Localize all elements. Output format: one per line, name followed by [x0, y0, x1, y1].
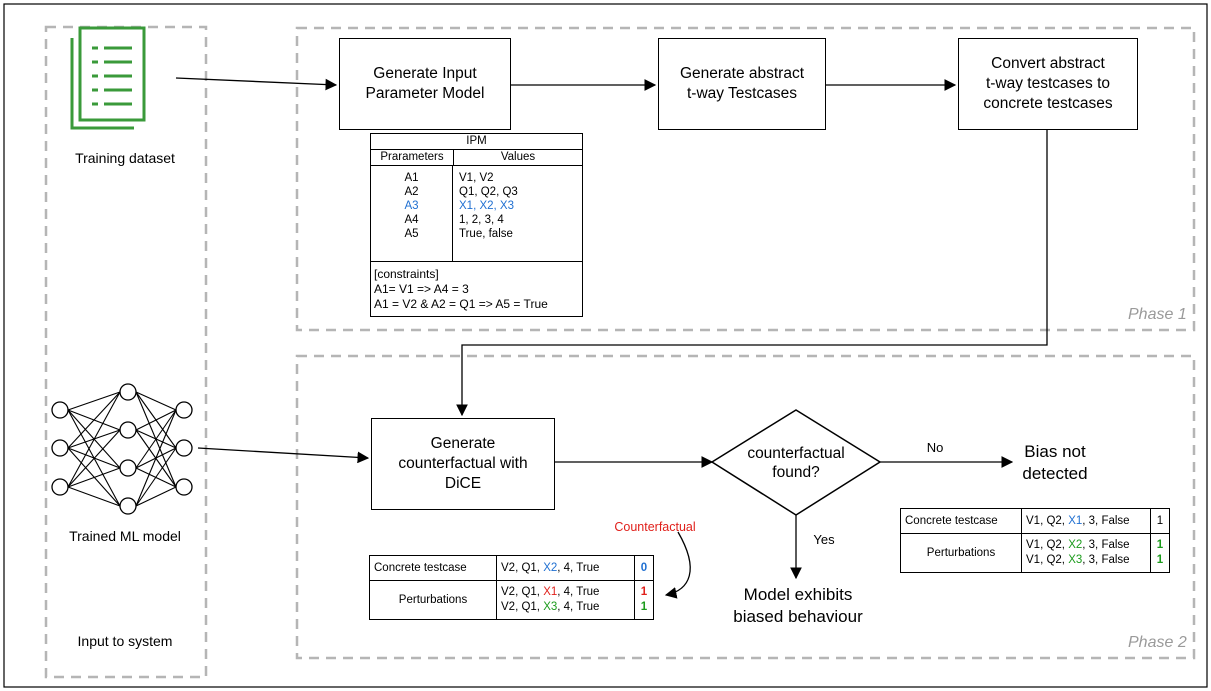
perturbation-flag: 1	[634, 580, 654, 600]
ipm-col-values: Values	[500, 151, 536, 163]
nn-node	[175, 478, 193, 496]
nn-node	[119, 421, 137, 439]
nn-node	[51, 478, 69, 496]
perturbation-values: V2, Q1, X3, 4, True	[496, 600, 635, 620]
yes-label: Yes	[813, 532, 835, 547]
nn-node	[175, 401, 193, 419]
testcase-values: V2, Q1, X2, 4, True	[496, 555, 635, 581]
input-region	[44, 25, 208, 679]
no-label: No	[926, 440, 944, 455]
dataset-icon	[70, 26, 146, 130]
nn-node	[119, 383, 137, 401]
ipm-values: X1, X2, X3	[459, 200, 514, 212]
nn-node	[51, 439, 69, 457]
perturbation-flag: 1	[1150, 533, 1170, 553]
arrow-counterfactual	[664, 531, 691, 599]
arrow-convert-to-dice	[456, 128, 1048, 417]
ipm-constraints-title: [constraints]	[374, 267, 439, 281]
nn-node	[119, 497, 137, 515]
perturbations-label: Perturbations	[900, 533, 1022, 573]
ipm-values: True, false	[459, 228, 513, 240]
input-to-system-label: Input to system	[77, 633, 173, 649]
phase2-region	[295, 354, 1196, 660]
nn-connection	[135, 486, 177, 507]
nn-connection	[67, 467, 121, 488]
perturbation-values: V1, Q2, X2, 3, False	[1021, 533, 1151, 553]
nn-connection	[67, 391, 121, 488]
nn-node	[175, 439, 193, 457]
ipm-param: A3	[404, 200, 419, 212]
ipm-constraint: A1 = V2 & A2 = Q1 => A5 = True	[374, 297, 548, 311]
ipm-param: A4	[404, 214, 419, 226]
perturbation-values: V2, Q1, X1, 4, True	[496, 580, 635, 600]
nn-connection	[67, 391, 121, 411]
training-dataset-label: Training dataset	[75, 150, 175, 166]
nn-node	[51, 401, 69, 419]
perturbation-flag: 1	[1150, 553, 1170, 573]
phase1-label: Phase 1	[1128, 306, 1187, 323]
perturbation-values: V1, Q2, X3, 3, False	[1021, 553, 1151, 573]
ipm-title: IPM	[371, 134, 582, 150]
ipm-col-params: Prarameters	[371, 150, 454, 165]
ipm-param: A5	[404, 228, 419, 240]
left-testcase-table: Concrete testcase V2, Q1, X2, 4, True 0 …	[369, 555, 654, 620]
outer-frame	[3, 3, 1208, 688]
counterfactual-label: Counterfactual	[614, 520, 696, 534]
nn-connection	[67, 486, 121, 507]
nn-connection	[135, 391, 177, 411]
nn-node	[119, 459, 137, 477]
concrete-testcase-label: Concrete testcase	[369, 555, 497, 581]
nn-connection	[67, 391, 121, 449]
perturbations-label: Perturbations	[369, 580, 497, 620]
nn-connection	[135, 409, 177, 469]
neural-network-icon	[51, 383, 193, 515]
ipm-values: 1, 2, 3, 4	[459, 214, 504, 226]
nn-connection	[135, 409, 177, 431]
testcase-values: V1, Q2, X1, 3, False	[1021, 508, 1151, 534]
arrow-model-to-dice	[197, 447, 370, 464]
ipm-values: V1, V2	[459, 172, 494, 184]
ipm-param: A1	[404, 172, 419, 184]
trained-model-label: Trained ML model	[69, 528, 181, 544]
concrete-testcase-label: Concrete testcase	[900, 508, 1022, 534]
testcase-flag: 0	[634, 555, 654, 581]
ipm-param: A2	[404, 186, 419, 198]
nn-connection	[135, 409, 177, 507]
right-testcase-table: Concrete testcase V1, Q2, X1, 3, False 1…	[900, 508, 1170, 573]
phase2-label: Phase 2	[1128, 634, 1187, 651]
nn-connection	[135, 447, 177, 507]
ipm-values: Q1, Q2, Q3	[459, 186, 518, 198]
phase1-region	[295, 26, 1196, 332]
nn-connection	[67, 429, 121, 488]
testcase-flag: 1	[1150, 508, 1170, 534]
arrow-dataset-to-ipm	[175, 77, 338, 91]
perturbation-flag: 1	[634, 600, 654, 620]
decision-diamond	[710, 409, 882, 516]
ipm-constraint: A1= V1 => A4 = 3	[374, 282, 469, 296]
